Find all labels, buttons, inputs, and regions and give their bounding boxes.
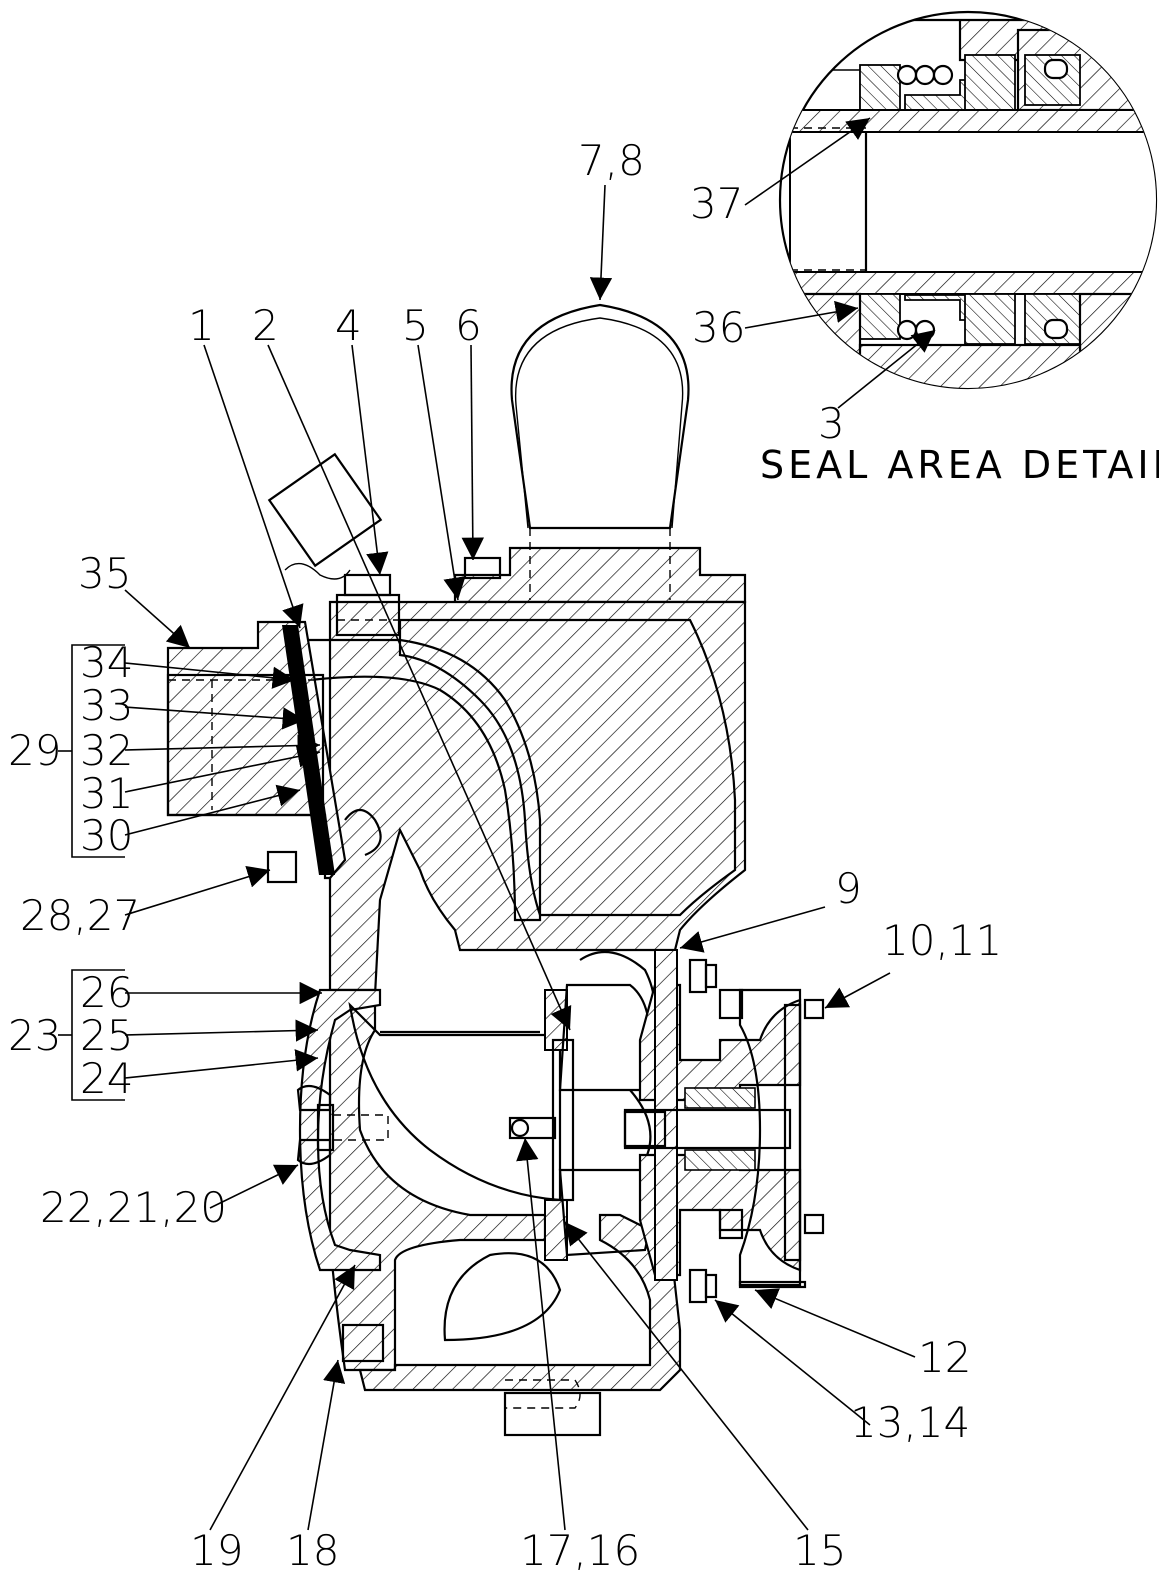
label-30: 30 [80,811,133,860]
label-1: 1 [188,301,215,350]
pump-casing [166,303,825,1437]
bracket-29 [58,644,125,858]
label-36: 36 [692,303,745,352]
label-35: 35 [78,549,131,598]
label-4: 4 [335,301,362,350]
label-2: 2 [252,301,279,350]
label-18: 18 [286,1526,339,1571]
label-34: 34 [80,638,133,687]
label-37: 37 [690,179,743,228]
label-24: 24 [80,1054,133,1103]
label-31: 31 [80,769,133,818]
label-22-21-20: 22,21,20 [40,1183,227,1232]
label-33: 33 [80,681,133,730]
callout-labels: 1 2 4 5 6 7,8 37 36 3 SEAL AREA DETAIL 3… [8,136,1159,1571]
seal-area-detail [778,10,1158,390]
label-3: 3 [818,399,845,448]
label-32: 32 [80,726,133,775]
bracket-23 [58,969,125,1101]
label-29: 29 [8,726,61,775]
label-25: 25 [80,1011,133,1060]
label-17-16: 17,16 [520,1526,640,1571]
label-28-27: 28,27 [20,891,140,940]
label-7-8: 7,8 [578,136,645,185]
label-26: 26 [80,968,133,1017]
label-5: 5 [402,301,429,350]
seal-area-detail-title: SEAL AREA DETAIL [760,443,1159,487]
label-13-14: 13,14 [850,1398,970,1447]
label-10-11: 10,11 [882,916,1002,965]
label-15: 15 [793,1526,846,1571]
label-9: 9 [835,864,862,913]
leader-lines [124,117,936,1531]
label-12: 12 [918,1333,971,1382]
label-6: 6 [455,301,482,350]
label-19: 19 [190,1526,243,1571]
label-23: 23 [8,1011,61,1060]
